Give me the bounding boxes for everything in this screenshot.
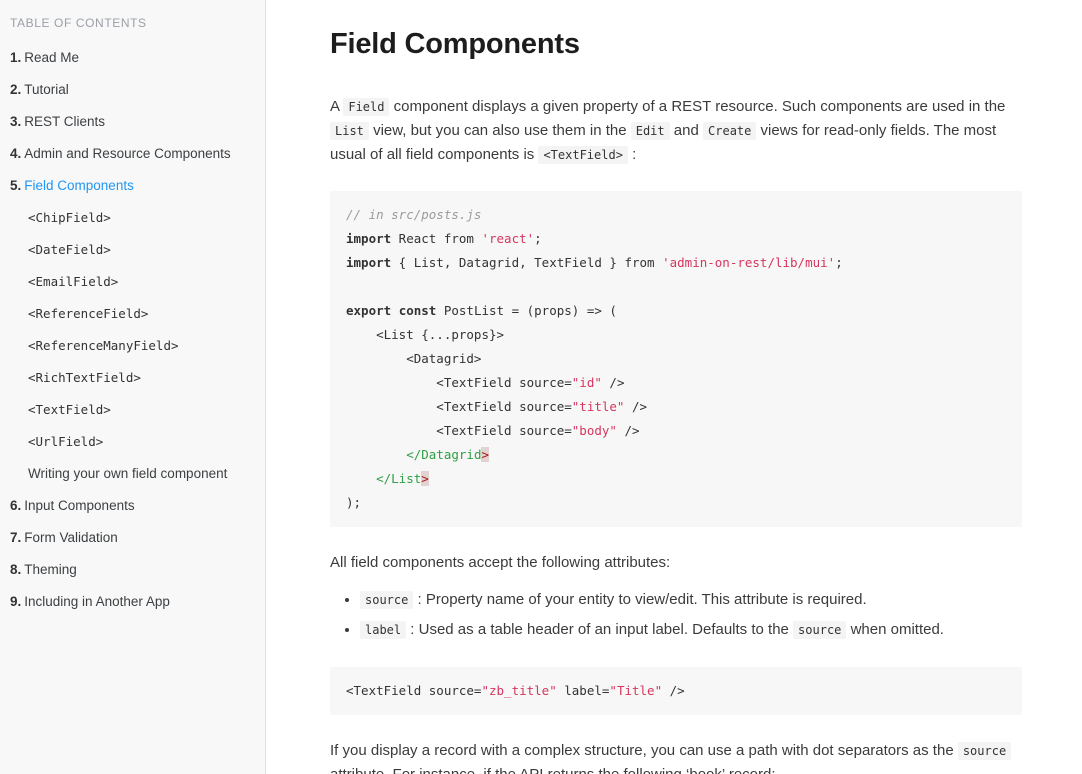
page-title: Field Components (330, 28, 580, 60)
toc-item-label: Input Components (24, 498, 135, 513)
toc-item-number: 7. (10, 530, 22, 545)
code-line: import React from 'react'; (346, 231, 542, 246)
intro-paragraph: A Field component displays a given prope… (330, 98, 1006, 164)
toc-item-number: 8. (10, 562, 22, 577)
toc-item-number: 6. (10, 498, 22, 513)
sidebar-subitem-richtextfield[interactable]: <RichTextField> (28, 370, 141, 385)
code-line: import { List, Datagrid, TextField } fro… (346, 255, 843, 270)
sidebar-item-admin-and-resource-components[interactable]: 4.Admin and Resource Components (10, 144, 255, 163)
code-line: ); (346, 495, 362, 510)
inline-code: <TextField> (538, 146, 628, 164)
code-line (346, 275, 1006, 299)
sidebar-subitem-datefield[interactable]: <DateField> (28, 242, 111, 257)
sidebar-item-tutorial[interactable]: 2.Tutorial (10, 80, 255, 99)
code-line: <List {...props}> (346, 327, 505, 342)
attributes-list: source : Property name of your entity to… (330, 587, 1010, 643)
inline-code: Create (703, 122, 757, 140)
sidebar-item-read-me[interactable]: 1.Read Me (10, 48, 255, 67)
code-line: </List> (376, 471, 429, 486)
code-line: export const PostList = (props) => ( (346, 303, 617, 318)
inline-code: source (957, 742, 1012, 760)
sidebar-item-theming[interactable]: 8.Theming (10, 560, 255, 579)
sidebar-item-field-components[interactable]: 5.Field Components (10, 176, 255, 195)
toc-item-number: 9. (10, 594, 22, 609)
toc-item-label: Tutorial (24, 82, 69, 97)
attributes-intro: All field components accept the followin… (330, 554, 671, 571)
code-line: // in src/posts.js (346, 207, 482, 222)
toc-item-label: Read Me (24, 50, 80, 65)
sidebar-subitem-chipfield[interactable]: <ChipField> (28, 210, 111, 225)
toc-list: 1.Read Me 2.Tutorial 3.REST Clients 4.Admin… (10, 48, 255, 611)
inline-code: Field (343, 98, 390, 116)
inline-code: source (793, 621, 847, 639)
toc-item-label: Including in Another App (24, 594, 170, 609)
code-line: <TextField source="body" /> (346, 423, 640, 438)
toc-item-label: Admin and Resource Components (24, 146, 231, 161)
sidebar-subitem-referencefield[interactable]: <ReferenceField> (28, 306, 149, 321)
sidebar-item-rest-clients[interactable]: 3.REST Clients (10, 112, 255, 131)
sidebar-subitem-urlfield[interactable]: <UrlField> (28, 434, 104, 449)
sidebar-subitem-referencemanyfield[interactable]: <ReferenceManyField> (28, 338, 179, 353)
code-line: <TextField source="id" /> (346, 375, 625, 390)
toc-item-label: Form Validation (24, 530, 118, 545)
toc-item-number: 1. (10, 50, 22, 65)
toc-item-number: 2. (10, 82, 22, 97)
inline-code: source (360, 591, 414, 609)
code-line: </Datagrid> (406, 447, 490, 462)
inline-code: List (330, 122, 369, 140)
code-line: <TextField source="title" /> (346, 399, 648, 414)
sidebar-subitem-emailfield[interactable]: <EmailField> (28, 274, 119, 289)
code-block-textfield-label: <TextField source="zb_title" label="Titl… (330, 667, 1022, 715)
code-line: <TextField source="zb_title" label="Titl… (346, 683, 685, 698)
toc-item-number: 4. (10, 146, 22, 161)
sidebar-item-including-in-another-app[interactable]: 9.Including in Another App (10, 592, 255, 611)
code-line: <Datagrid> (346, 351, 482, 366)
toc-item-label: Field Components (24, 178, 134, 193)
toc-item-number: 3. (10, 114, 22, 129)
code-block-postlist: // in src/posts.js import React from 'rea… (330, 191, 1022, 527)
toc-item-label: Theming (24, 562, 77, 577)
inline-code: label (360, 621, 407, 639)
sidebar-subitem-textfield[interactable]: <TextField> (28, 402, 111, 417)
attribute-item-label: label : Used as a table header of an inp… (360, 617, 1010, 643)
sidebar-item-input-components[interactable]: 6.Input Components (10, 496, 255, 515)
sidebar-subitem-writing-your-own-field-component[interactable]: Writing your own field component (28, 466, 228, 481)
inline-code: Edit (630, 122, 670, 140)
main-content: Field Components A Field component displ… (266, 0, 1082, 774)
toc-header: TABLE OF CONTENTS (10, 16, 147, 30)
toc-item-label: REST Clients (24, 114, 106, 129)
toc-item-number: 5. (10, 178, 22, 193)
sidebar-item-form-validation[interactable]: 7.Form Validation (10, 528, 255, 547)
attribute-item-source: source : Property name of your entity to… (360, 587, 1010, 613)
complex-structure-paragraph: If you display a record with a complex s… (330, 739, 1022, 774)
